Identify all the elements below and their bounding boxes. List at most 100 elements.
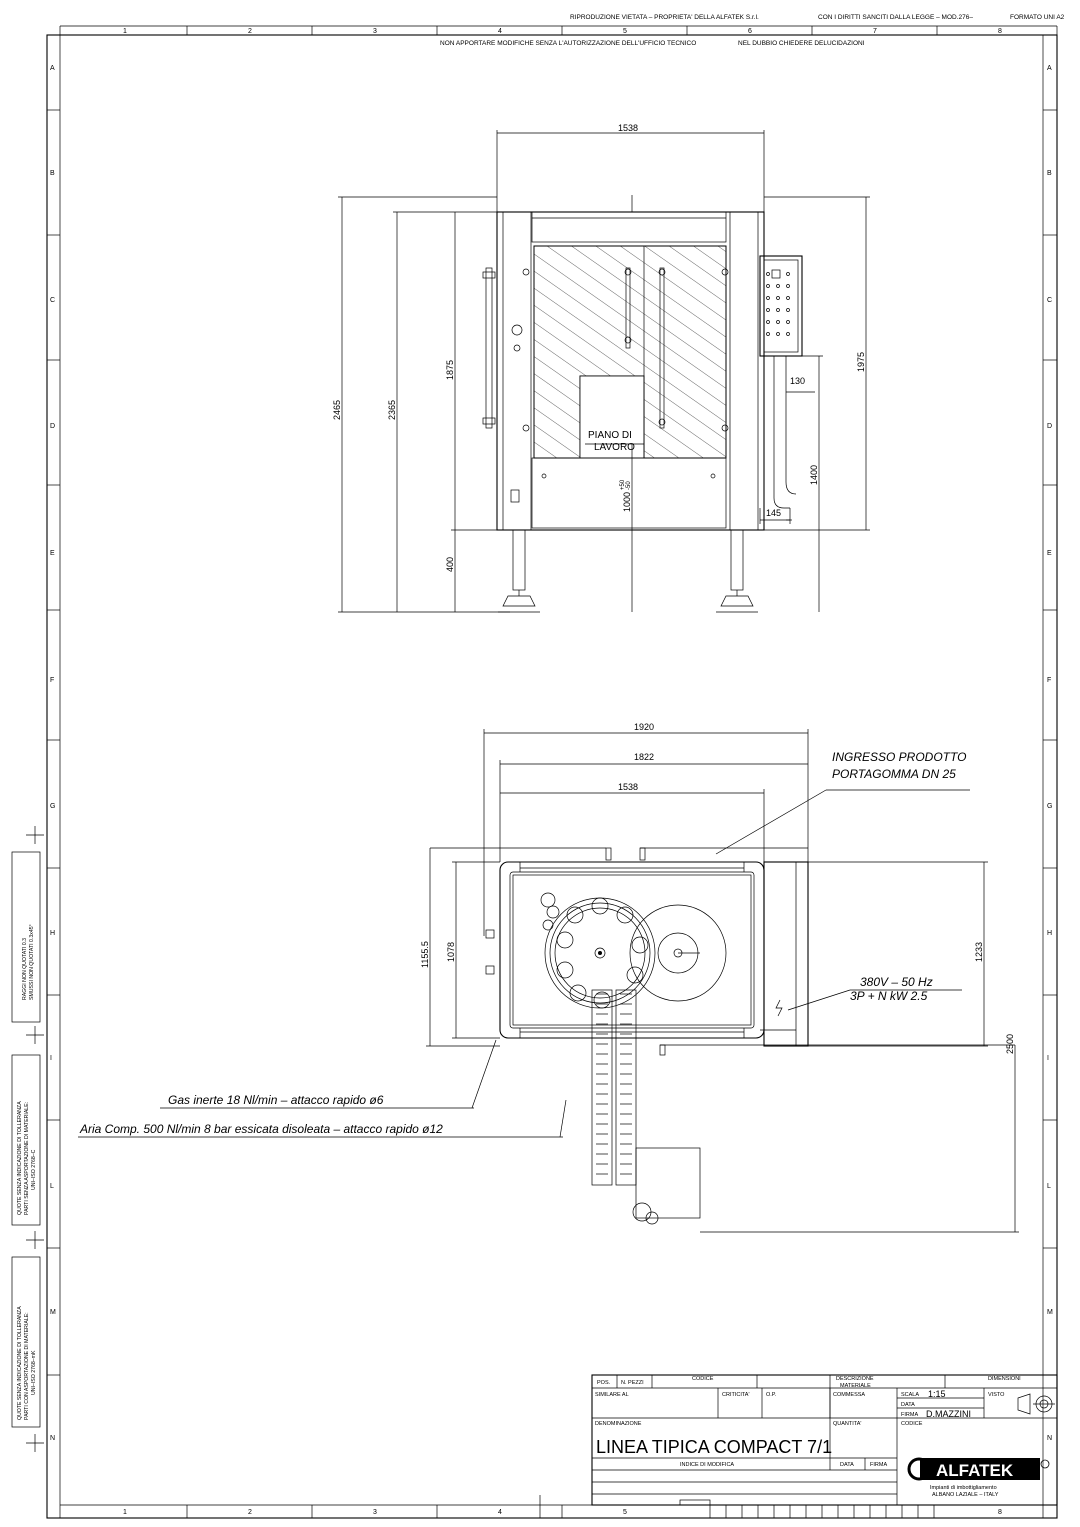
tb-data2: DATA (840, 1462, 854, 1468)
title-block (591, 1374, 1058, 1518)
tb-similare: SIMILARE AL (595, 1392, 629, 1398)
dim-front-width: 1538 (618, 123, 638, 133)
side-note-3-line3: UNI–ISO 2768–mK (31, 1350, 37, 1395)
col-label-1-bottom: 1 (123, 1509, 127, 1516)
row-label-d-right: D (1047, 423, 1052, 430)
side-note-2-line2: PARTI SENZA ASPORTAZIONE DI MATERIALE: (24, 1102, 30, 1215)
row-label-e-right: E (1047, 550, 1052, 557)
tb-firma-value: D.MAZZINI (926, 1409, 971, 1419)
col-label-8-bottom: 8 (998, 1509, 1002, 1516)
tb-company-name: ALFATEK (936, 1461, 1014, 1480)
gas-note: Gas inerte 18 Nl/min – attacco rapido ø6 (168, 1093, 384, 1107)
col-label-2-bottom: 2 (248, 1509, 252, 1516)
side-note-3-line1: QUOTE SENZA INDICAZIONE DI TOLLERANZA (17, 1306, 23, 1420)
row-label-d-left: D (50, 423, 55, 430)
dim-front-cabinet-height: 1875 (445, 360, 455, 380)
projection-symbol (1017, 1393, 1031, 1415)
tb-op: O.P. (766, 1392, 777, 1398)
tb-indice-modifica: INDICE DI MODIFICA (680, 1462, 734, 1468)
row-label-f-left: F (50, 677, 54, 684)
row-label-c-left: C (50, 297, 55, 304)
tb-col-descrizione: DESCRIZIONE (836, 1376, 874, 1382)
row-label-f-right: F (1047, 677, 1051, 684)
row-label-b-left: B (50, 170, 55, 177)
col-label-7-top: 7 (873, 28, 877, 35)
tb-firma-label: FIRMA (901, 1412, 918, 1418)
side-note-3-line2: PARTI CON ASPORTAZIONE DI MATERIALE: (24, 1312, 30, 1420)
work-surface-label-2: LAVORO (594, 442, 635, 453)
dim-top-1078: 1078 (446, 942, 456, 962)
col-label-5-bottom: 5 (623, 1509, 627, 1516)
header-text-4: NON APPORTARE MODIFICHE SENZA L'AUTORIZZ… (440, 40, 696, 47)
side-note-1-line1: RAGGI NON QUOTATI 0.3 (22, 938, 28, 1000)
work-surface-label-1: PIANO DI (588, 430, 632, 441)
dim-top-1233: 1233 (974, 942, 984, 962)
dim-top-1920: 1920 (634, 722, 654, 732)
row-label-l-left: L (50, 1183, 54, 1190)
power-label-1: 380V – 50 Hz (860, 975, 933, 989)
row-label-a-right: A (1047, 65, 1052, 72)
dim-front-leg-height: 400 (445, 557, 455, 572)
tb-criticita: CRITICITA' (722, 1392, 750, 1398)
side-note-2-line3: UNI–ISO 2768–C (31, 1149, 37, 1190)
col-label-6-top: 6 (748, 28, 752, 35)
tb-col-pezzi: N. PEZZI (621, 1380, 644, 1386)
tb-quantita: QUANTITA' (833, 1421, 861, 1427)
dim-front-panel-height: 1975 (856, 352, 866, 372)
tb-company-sub1: Impianti di imbottigliamento (930, 1485, 997, 1491)
tb-denominazione-value: LINEA TIPICA COMPACT 7/1 (596, 1437, 832, 1457)
dim-front-total-height: 2465 (332, 400, 342, 420)
tb-commessa: COMMESSA (833, 1392, 865, 1398)
column-grid (186, 26, 938, 1518)
row-label-n-right: N (1047, 1435, 1052, 1442)
row-label-e-left: E (50, 550, 55, 557)
row-grid (47, 109, 1057, 1376)
row-label-m-right: M (1047, 1309, 1053, 1316)
col-label-4-bottom: 4 (498, 1509, 502, 1516)
dim-top-1822: 1822 (634, 752, 654, 762)
top-view (78, 729, 1019, 1233)
tb-col-pos: POS. (597, 1380, 611, 1386)
tb-codice2: CODICE (901, 1421, 923, 1427)
row-label-h-left: H (50, 930, 55, 937)
col-label-4-top: 4 (498, 28, 502, 35)
side-notes (11, 826, 44, 1452)
inlet-label-1: INGRESSO PRODOTTO (832, 750, 966, 764)
row-label-i-right: I (1047, 1055, 1049, 1062)
tb-col-materiale: MATERIALE (840, 1383, 871, 1389)
row-label-g-left: G (50, 803, 55, 810)
inner-frame (59, 34, 1044, 1519)
tb-denominazione-label: DENOMINAZIONE (595, 1421, 642, 1427)
tb-visto: VISTO (988, 1392, 1005, 1398)
power-label-2: 3P + N kW 2.5 (850, 989, 928, 1003)
row-label-b-right: B (1047, 170, 1052, 177)
col-label-2-top: 2 (248, 28, 252, 35)
tb-data-label: DATA (901, 1402, 915, 1408)
row-label-c-right: C (1047, 297, 1052, 304)
header-text-3: FORMATO UNI A2 (1010, 14, 1065, 21)
row-label-i-left: I (50, 1055, 52, 1062)
dim-front-work-tol-minus: -50 (626, 481, 632, 490)
header-text-5: NEL DUBBIO CHIEDERE DELUCIDAZIONI (738, 40, 865, 47)
tb-scala-value: 1:15 (928, 1389, 946, 1399)
row-label-h-right: H (1047, 930, 1052, 937)
air-note: Aria Comp. 500 Nl/min 8 bar essicata dis… (79, 1122, 443, 1136)
dim-top-1155: 1155.5 (420, 941, 430, 968)
side-note-2-line1: QUOTE SENZA INDICAZIONE DI TOLLERANZA (17, 1101, 23, 1215)
dim-front-outlet-offset: 145 (766, 508, 781, 518)
dim-top-1538: 1538 (618, 782, 638, 792)
dim-front-body-height: 2365 (387, 400, 397, 420)
row-label-m-left: M (50, 1309, 56, 1316)
col-label-8-top: 8 (998, 28, 1002, 35)
side-note-1-line2: SMUSSI NON QUOTATI 0.3x45° (29, 924, 35, 1000)
row-label-g-right: G (1047, 803, 1052, 810)
header-text-2: CON I DIRITTI SANCITI DALLA LEGGE – MOD.… (818, 14, 973, 21)
row-label-a-left: A (50, 65, 55, 72)
inlet-label-2: PORTAGOMMA DN 25 (832, 767, 956, 781)
header-text-1: RIPRODUZIONE VIETATA – PROPRIETA' DELLA … (570, 14, 759, 21)
tb-scala-label: SCALA (901, 1392, 919, 1398)
dim-front-work-height: 1000 (622, 492, 632, 512)
dim-front-work-tol-plus: +50 (620, 479, 626, 490)
tb-col-dimensioni: DIMENSIONI (988, 1376, 1021, 1382)
